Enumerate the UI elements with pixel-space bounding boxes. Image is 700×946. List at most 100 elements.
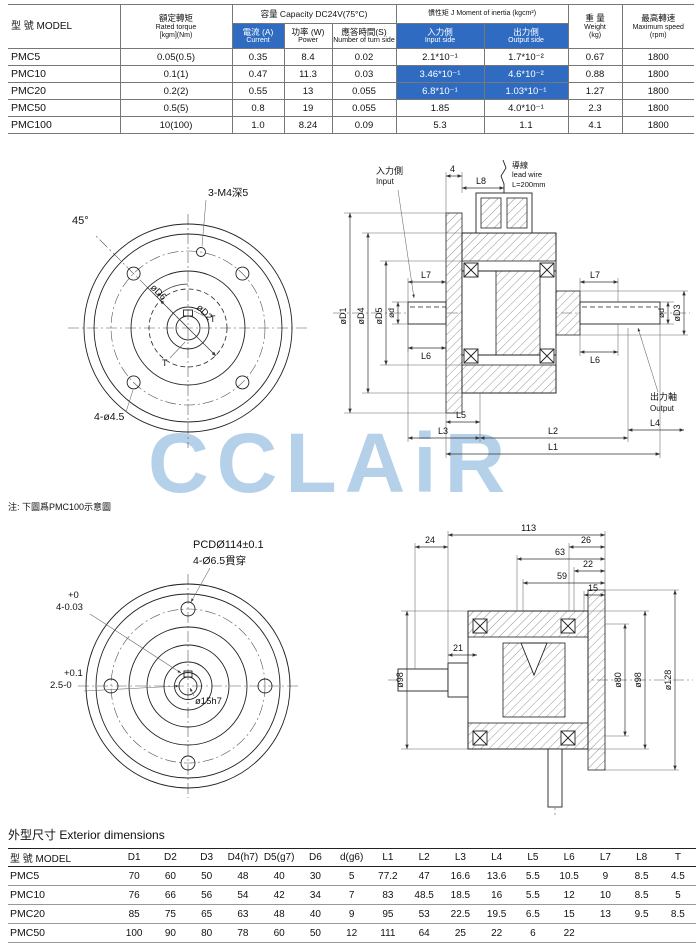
table-cell: 0.02	[331, 48, 397, 66]
table-cell: 53	[406, 904, 443, 924]
leader-lines	[83, 567, 211, 697]
table-cell: 1.27	[567, 82, 623, 100]
table-cell: 90	[152, 923, 189, 943]
d128-label: ø128	[663, 670, 673, 691]
header-weight: 重 量 Weight (kg)	[567, 4, 623, 49]
table-cell: 0.05(0.5)	[119, 48, 233, 66]
table-cell: 1800	[621, 65, 695, 83]
header-cell: L7	[587, 848, 624, 867]
exterior-dimensions-title: 外型尺寸 Exterior dimensions	[8, 828, 165, 842]
table-cell: PMC5	[8, 48, 121, 66]
table-cell: 13	[587, 904, 624, 924]
d26-label: 26	[581, 535, 591, 545]
dim-l2-label: L2	[548, 426, 558, 436]
table-cell: 83	[369, 885, 406, 905]
table-cell: 77.2	[369, 866, 406, 886]
table-cell: 60	[152, 866, 189, 886]
table-cell: 16	[478, 885, 515, 905]
table-cell: 10.5	[551, 866, 588, 886]
header-cell: L6	[551, 848, 588, 867]
table-cell: 48	[261, 904, 298, 924]
dia-d6-label: øD6	[148, 282, 168, 302]
table-cell: 85	[116, 904, 153, 924]
table-cell: 76	[116, 885, 153, 905]
table-cell: 9	[587, 866, 624, 886]
shaft-bore-label: ø15h7	[195, 696, 222, 707]
header-power: 功率 (W) Power	[283, 23, 333, 49]
header-cell: L3	[442, 848, 479, 867]
table-cell: 6	[514, 923, 551, 943]
header-cell: D5(g7)	[261, 848, 298, 867]
table-cell: 22	[478, 923, 515, 943]
dim-d3-label: øD3	[672, 304, 682, 321]
dim-l6-left-label: L6	[421, 351, 431, 361]
table-cell: 19.5	[478, 904, 515, 924]
table-cell: 0.67	[567, 48, 623, 66]
table-cell: 0.35	[231, 48, 285, 66]
d63-label: 63	[555, 547, 565, 557]
table-cell: PMC50	[8, 99, 121, 117]
table-cell: 47	[406, 866, 443, 886]
centerlines	[78, 574, 300, 798]
table-cell: 9	[333, 904, 370, 924]
header-model: 型 號 MODEL	[8, 4, 121, 49]
table-cell: 5.3	[395, 116, 485, 134]
tap-holes-label: 3-M4深5	[208, 187, 248, 199]
table-cell: 2.1*10⁻¹	[395, 48, 485, 66]
header-output-side: 出力側 Output side	[483, 23, 569, 49]
table-cell: 6.5	[514, 904, 551, 924]
header-speed: 最高轉速 Maximum speed (rpm)	[621, 4, 695, 49]
pcd-label: PCDØ114±0.1	[193, 539, 264, 551]
table-cell: 11.3	[283, 65, 333, 83]
header-response: 應答時間(S) Number of turn side	[331, 23, 397, 49]
table-cell: 12	[551, 885, 588, 905]
dimension-marks	[125, 199, 217, 413]
d98-right-label: ø98	[633, 672, 643, 688]
tolerance1-upper: +0	[68, 590, 79, 601]
note: 注: 下圖爲PMC100示意圖	[8, 502, 112, 512]
table-cell: 5	[333, 866, 370, 886]
table-cell: 56	[188, 885, 225, 905]
table-cell: 8.5	[623, 885, 660, 905]
table-cell: 1.0	[231, 116, 285, 134]
table-cell: 19	[283, 99, 333, 117]
table-cell: 48	[224, 866, 261, 886]
table-cell: 1.03*10⁻¹	[483, 82, 569, 100]
table-cell: 0.8	[231, 99, 285, 117]
table-cell: 1800	[621, 99, 695, 117]
table-cell: 50	[188, 866, 225, 886]
bolt-holes	[103, 601, 273, 771]
header-cell: D3	[188, 848, 225, 867]
tolerance2-upper: +0.1	[64, 668, 83, 679]
dim-l7-right-label: L7	[590, 270, 600, 280]
table-cell: 1.7*10⁻²	[483, 48, 569, 66]
table-cell: 66	[152, 885, 189, 905]
table-cell: 0.1(1)	[119, 65, 233, 83]
header-cell: L1	[369, 848, 406, 867]
table-cell: PMC50	[8, 923, 116, 943]
d24-label: 24	[425, 535, 435, 545]
through-holes-label: 4-Ø6.5貫穿	[193, 554, 246, 567]
header-capacity: 容量 Capacity DC24V(75°C)	[231, 4, 397, 24]
table-cell: PMC20	[8, 82, 121, 100]
header-input-side: 入力側 Input side	[395, 23, 485, 49]
output-shaft	[555, 290, 661, 336]
table-cell: 4.1	[567, 116, 623, 134]
d22-label: 22	[583, 559, 593, 569]
dim-l6-right-label: L6	[590, 355, 600, 365]
dim-l7-left-label: L7	[421, 270, 431, 280]
table-cell: 1800	[621, 116, 695, 134]
table-cell: 95	[369, 904, 406, 924]
spec-table-header: 型 號 MODEL 額定轉矩 Rated torque [kgm](Nm) 容量…	[8, 4, 695, 49]
table-cell: PMC100	[8, 116, 121, 134]
clutch-section-drawing: 入力側 Input 4 L8 導線 lead wire L=200mm L7 L…	[333, 159, 690, 458]
body-section	[397, 589, 606, 808]
flange-circles	[85, 583, 291, 789]
clutch-section-drawing-pmc100: 113 26 63 22 59 15 24 21 ø98 ø80 ø98 ø12…	[388, 523, 693, 815]
table-cell	[587, 923, 624, 943]
header-cell: L4	[478, 848, 515, 867]
